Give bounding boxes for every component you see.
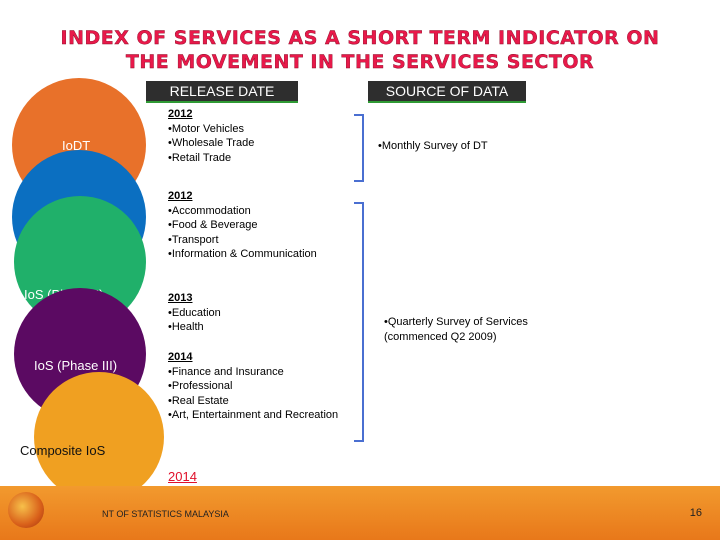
dosm-logo-icon <box>8 492 44 528</box>
list-item: •Art, Entertainment and Recreation <box>168 409 339 421</box>
list-item: •Professional <box>168 380 233 392</box>
list-item: •Information & Communication <box>168 248 317 260</box>
source-services-line1: •Quarterly Survey of Services <box>384 316 528 328</box>
list-item: •Health <box>168 321 204 333</box>
footer-org: NT OF STATISTICS MALAYSIA <box>102 509 229 519</box>
list-item: •Motor Vehicles <box>168 122 244 135</box>
page-number: 16 <box>689 507 702 519</box>
bracket-dt <box>354 114 364 182</box>
list-item: •Wholesale Trade <box>168 137 255 149</box>
source-of-data-header: SOURCE OF DATA <box>368 81 526 103</box>
source-dt: •Monthly Survey of DT <box>378 140 488 152</box>
spacer <box>146 280 150 300</box>
release-block-iodt: 2012 •Motor Vehicles •Wholesale Trade •R… <box>168 107 254 165</box>
list-item: •Retail Trade <box>168 151 232 164</box>
composite-release-year: 2014 <box>168 469 197 484</box>
list-item: •Accommodation <box>168 204 251 217</box>
release-block-phase-3: 2014 •Finance and Insurance •Professiona… <box>168 350 338 423</box>
release-year: 2012 <box>168 108 193 120</box>
release-year: 2012 <box>168 190 193 202</box>
circle-label-composite-ios: Composite IoS <box>20 443 106 458</box>
circle-label-ios-phase-3: IoS (Phase III) <box>34 358 118 373</box>
slide-title: INDEX OF SERVICES AS A SHORT TERM INDICA… <box>60 27 660 73</box>
release-year: 2013 <box>168 292 193 304</box>
footer-bar <box>0 486 720 540</box>
release-date-header: RELEASE DATE <box>146 81 298 103</box>
circle-label-iodt: IoDT <box>62 138 91 153</box>
list-item: •Transport <box>168 233 219 246</box>
list-item: •Real Estate <box>168 394 229 407</box>
list-item: •Finance and Insurance <box>168 365 284 378</box>
release-block-phase-2: 2013 •Education •Health <box>168 291 221 335</box>
release-year: 2014 <box>168 351 193 363</box>
source-services: •Quarterly Survey of Services (commenced… <box>384 315 528 344</box>
release-block-phase-1: 2012 •Accommodation •Food & Beverage •Tr… <box>168 189 317 262</box>
circle-composite-ios <box>34 372 164 502</box>
bracket-services <box>354 202 364 442</box>
list-item: •Food & Beverage <box>168 219 258 231</box>
source-services-line2: (commenced Q2 2009) <box>384 330 497 343</box>
list-item: •Education <box>168 306 221 319</box>
